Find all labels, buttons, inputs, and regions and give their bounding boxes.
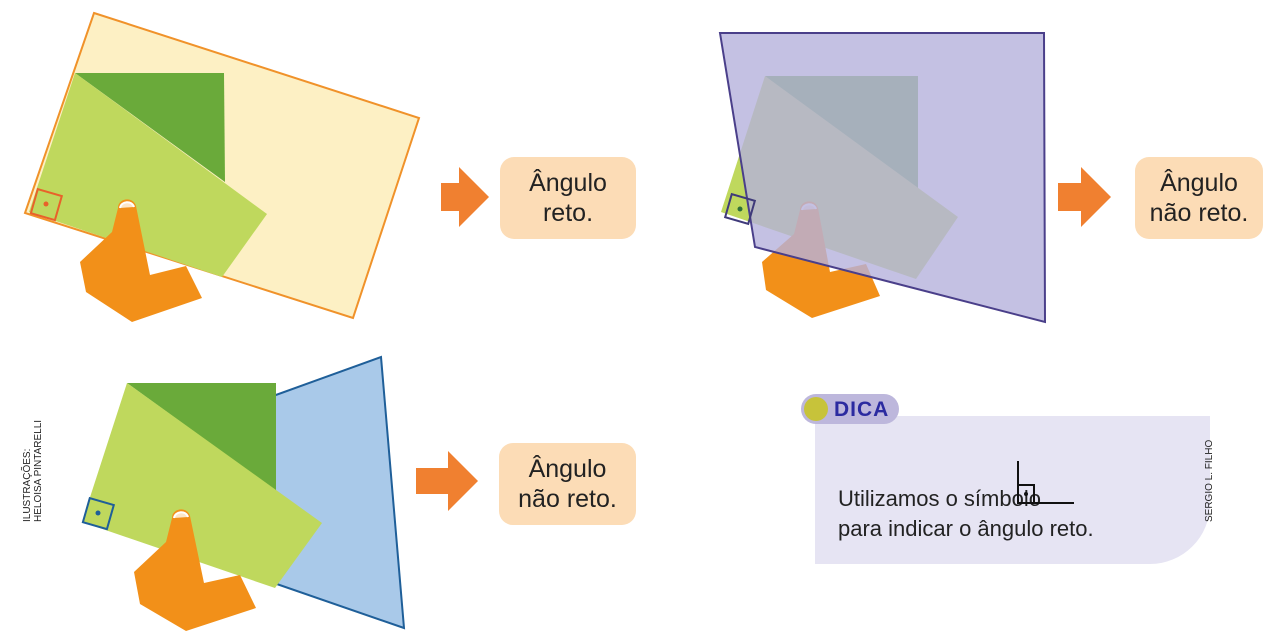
arrow-icon-top-left [441, 167, 489, 227]
right-angle-marker [81, 496, 116, 531]
label-line-1: Ângulo [529, 169, 607, 197]
credit-line-2: HELOISA PINTARELLI [33, 419, 44, 522]
label-not-right-angle-bottom: Ângulo não reto. [499, 443, 636, 525]
hand-icon [134, 509, 256, 631]
illustration-credit: ILUSTRAÇÕES: HELOISA PINTARELLI [22, 420, 44, 522]
folded-paper-light [29, 73, 267, 277]
arrow-icon-top-right [1058, 167, 1111, 227]
tip-text: Utilizamos o símbolo para indicar o ângu… [838, 484, 1094, 544]
purple-sheet [718, 32, 1047, 324]
right-angle-dot [43, 201, 49, 207]
tip-line-2: para indicar o ângulo reto. [838, 516, 1094, 541]
label-not-right-angle-top: Ângulo não reto. [1135, 157, 1263, 239]
tip-panel [815, 416, 1210, 564]
right-angle-marker [29, 187, 64, 222]
label-line-1: Ângulo [1160, 169, 1238, 197]
folded-paper-light [82, 383, 322, 588]
credit-line-1: ILUSTRAÇÕES: [22, 448, 33, 522]
right-angle-symbol-icon [1017, 461, 1074, 504]
right-angle-dot [737, 206, 743, 212]
right-angle-dot [95, 510, 101, 516]
label-line-1: Ângulo [528, 455, 607, 483]
figure-yellow-rectangle [23, 11, 421, 322]
folded-paper-dark [75, 73, 225, 182]
label-line-2: reto. [542, 199, 594, 227]
hand-icon [80, 199, 202, 322]
blue-triangle [260, 355, 406, 630]
tip-line-1: Utilizamos o símbolo [838, 486, 1041, 511]
label-right-angle: Ângulo reto. [500, 157, 636, 239]
figure-blue-triangle [81, 355, 406, 631]
figure-purple-quadrilateral [718, 32, 1047, 324]
label-line-2: não reto. [518, 485, 617, 513]
label-line-2: não reto. [1149, 199, 1249, 227]
right-angle-marker [723, 192, 757, 226]
tip-dot-icon [804, 397, 828, 421]
tip-heading: DICA [834, 398, 890, 421]
arrow-icon-bottom [416, 451, 478, 511]
photo-credit: SERGIO L. FILHO [1204, 439, 1215, 522]
